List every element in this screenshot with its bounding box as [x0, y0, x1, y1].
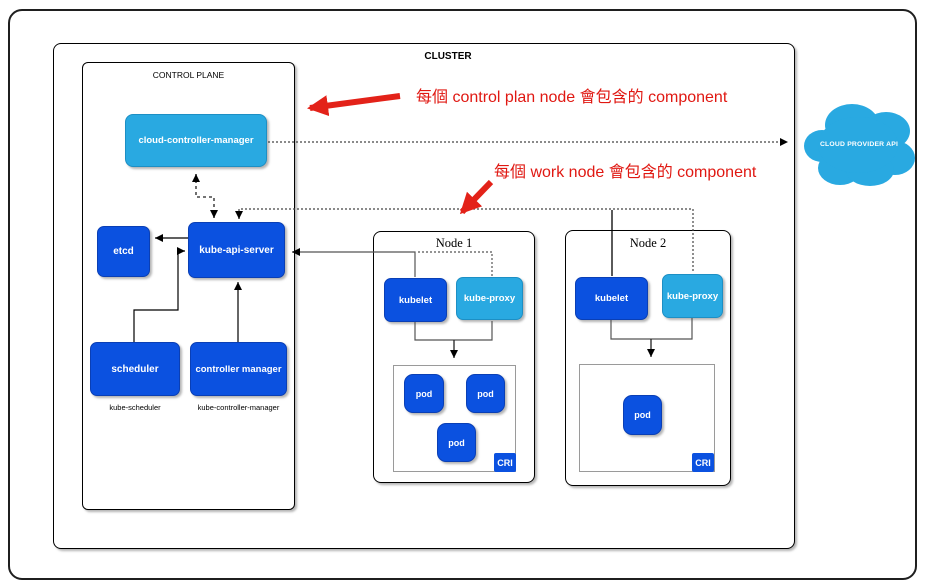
node1-kube-proxy-box: kube-proxy: [456, 277, 523, 320]
etcd-box: etcd: [97, 226, 150, 277]
cloud-provider-api-label: CLOUD PROVIDER API: [819, 140, 899, 148]
node1-cri-badge: CRI: [494, 453, 516, 472]
node1-kubelet-label: kubelet: [398, 294, 433, 306]
kube-scheduler-caption: kube-scheduler: [109, 403, 161, 412]
controller-manager-box: controller manager: [190, 342, 287, 396]
node2-cri-badge: CRI: [692, 453, 714, 472]
node1-kube-proxy-label: kube-proxy: [463, 293, 516, 304]
node2-title: Node 2: [629, 236, 667, 250]
kube-api-server-box: kube-api-server: [188, 222, 285, 278]
node1-kubelet-box: kubelet: [384, 278, 447, 322]
cloud-icon: [804, 104, 915, 186]
etcd-label: etcd: [113, 246, 134, 257]
cloud-controller-manager-label: cloud-controller-manager: [138, 135, 254, 146]
cloud-provider-api: CLOUD PROVIDER API: [800, 93, 918, 195]
node2-kubelet-box: kubelet: [575, 277, 648, 320]
control-plane-annotation: 每個 control plan node 會包含的 component: [416, 89, 728, 106]
scheduler-label: scheduler: [111, 363, 159, 375]
node2-kube-proxy-label: kube-proxy: [666, 290, 719, 302]
node1-title: Node 1: [435, 236, 473, 250]
node2-kubelet-label: kubelet: [594, 293, 629, 304]
node2-kube-proxy-box: kube-proxy: [662, 274, 723, 318]
kube-api-server-label: kube-api-server: [199, 244, 274, 256]
node2-pod: pod: [623, 395, 662, 435]
controller-manager-label: controller manager: [195, 363, 282, 375]
node1-pod: pod: [466, 374, 505, 413]
cluster-title: CLUSTER: [424, 51, 472, 62]
work-node-annotation: 每個 work node 會包含的 component: [494, 164, 757, 181]
node1-pod: pod: [404, 374, 444, 413]
kube-controller-manager-caption: kube-controller-manager: [197, 403, 280, 412]
node1-pod: pod: [437, 423, 476, 462]
scheduler-box: scheduler: [90, 342, 180, 396]
cloud-controller-manager-box: cloud-controller-manager: [125, 114, 267, 167]
control-plane-title: CONTROL PLANE: [152, 70, 225, 80]
